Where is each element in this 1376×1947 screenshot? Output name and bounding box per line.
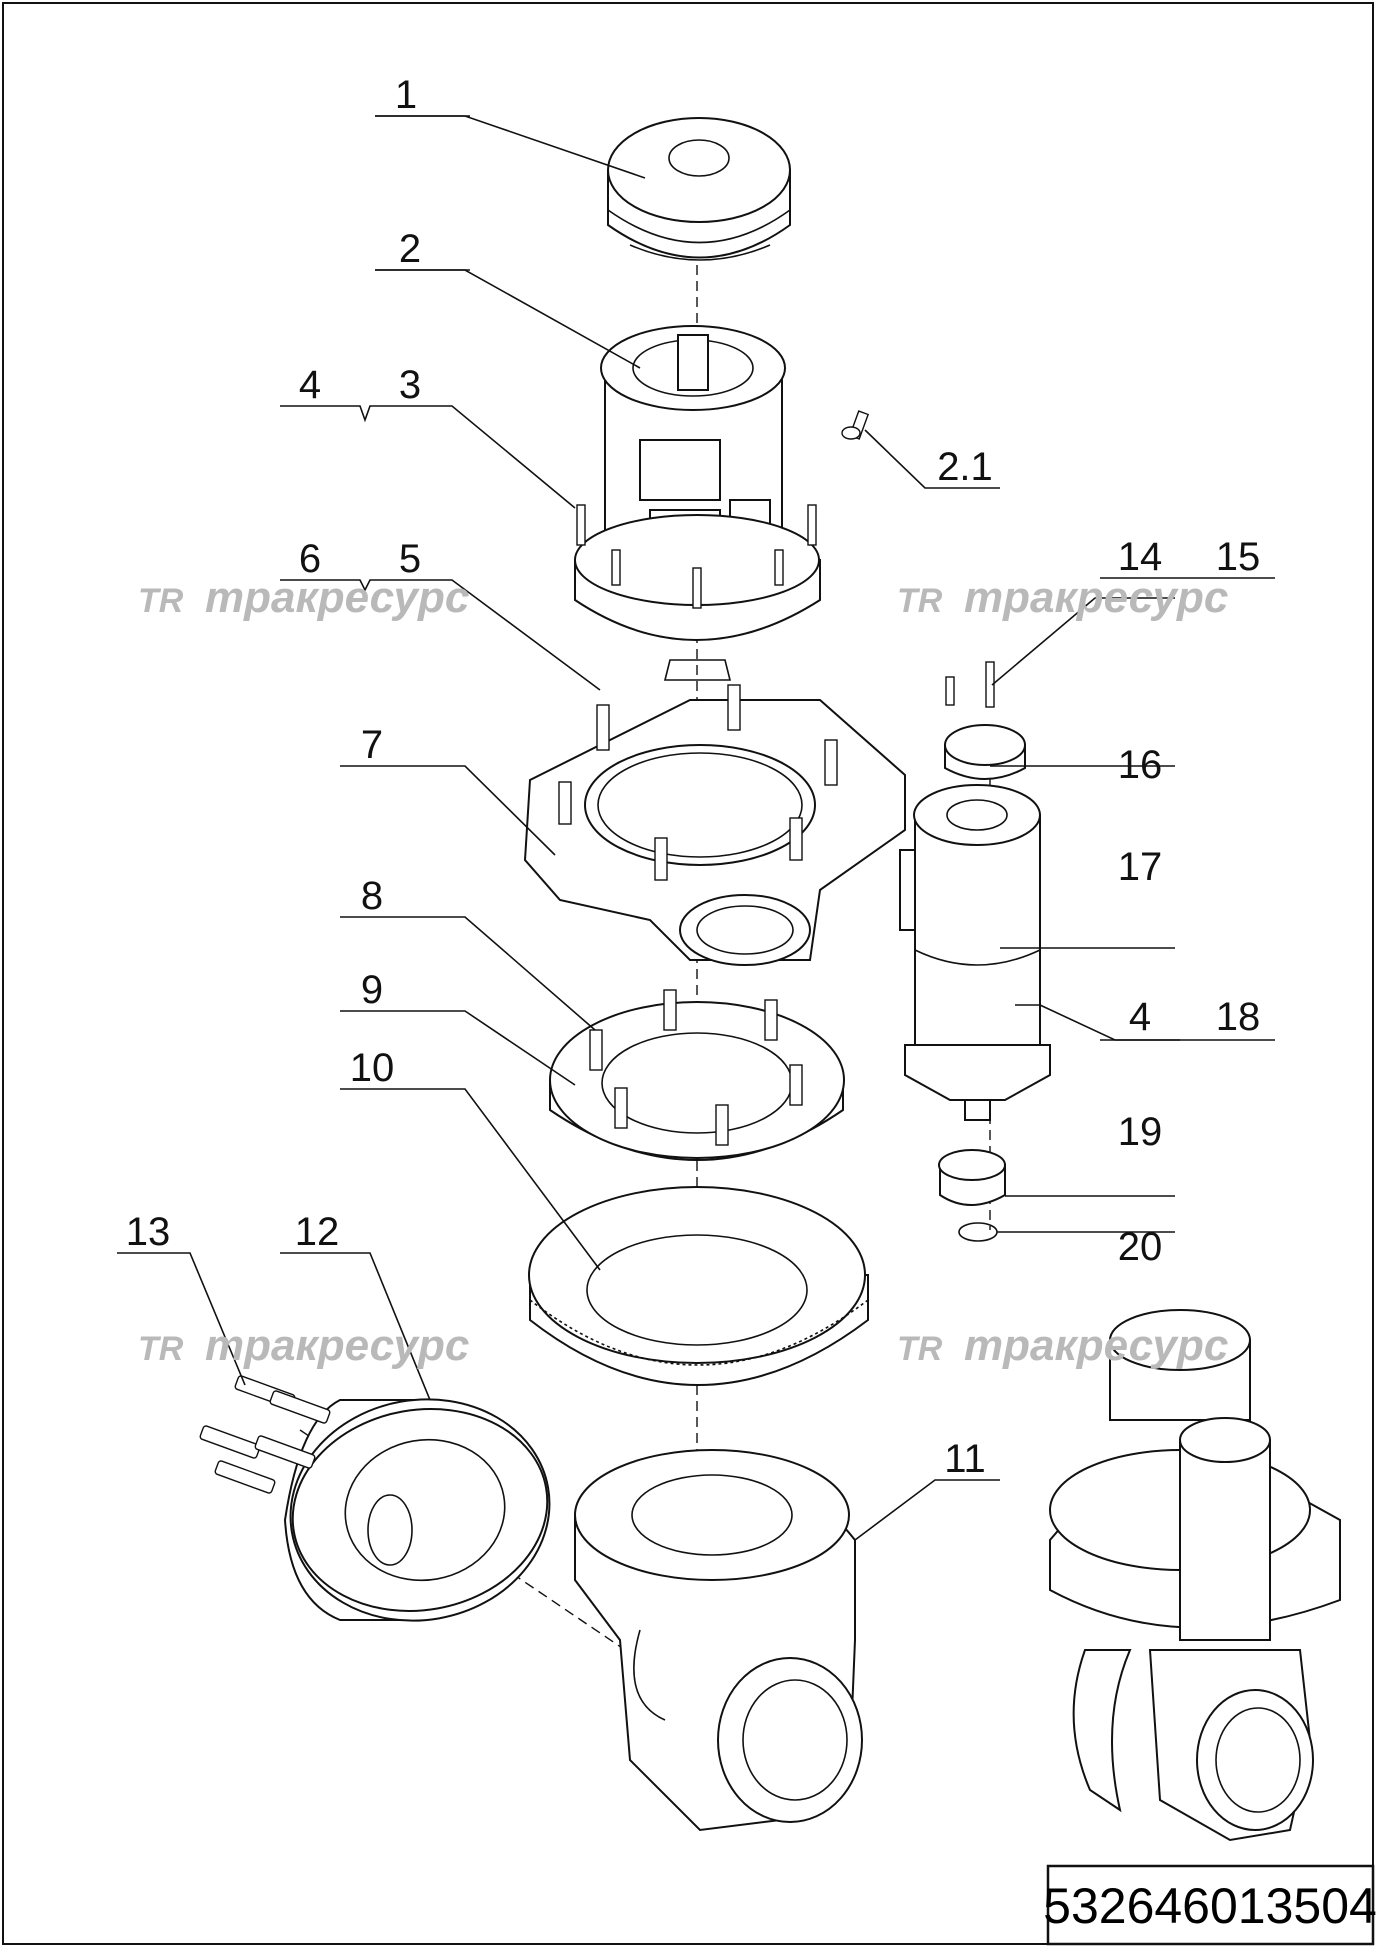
part-19-pinion bbox=[938, 1149, 1006, 1206]
part-2-1-bolt bbox=[841, 410, 870, 440]
callout-1: 1 bbox=[395, 73, 417, 117]
part-17-motor bbox=[899, 784, 1051, 1121]
svg-text:тракресурс: тракресурс bbox=[964, 573, 1228, 622]
callout-4: 4 bbox=[299, 363, 321, 407]
callout-14: 14 bbox=[1118, 535, 1163, 579]
callout-19: 19 bbox=[1118, 1110, 1163, 1154]
callout-6: 6 bbox=[299, 537, 321, 581]
callout-13: 13 bbox=[126, 1210, 171, 1254]
svg-text:тракресурс: тракресурс bbox=[964, 1321, 1228, 1370]
part-1-cap bbox=[607, 117, 791, 261]
part-7-mounting-plate bbox=[523, 684, 906, 966]
callout-15: 15 bbox=[1216, 535, 1261, 579]
callout-underlines bbox=[375, 115, 1275, 1041]
flange-bolts bbox=[576, 504, 817, 609]
part-13-wheel-bolts bbox=[199, 1375, 331, 1494]
callout-2-1: 2.1 bbox=[937, 445, 993, 489]
svg-text:TR: TR bbox=[138, 1330, 184, 1368]
callout-3: 3 bbox=[399, 363, 421, 407]
svg-text:TR: TR bbox=[138, 582, 184, 620]
callout-7: 7 bbox=[361, 723, 383, 767]
callout-11: 11 bbox=[944, 1437, 986, 1481]
svg-text:тракресурс: тракресурс bbox=[205, 1321, 469, 1370]
callout-18: 18 bbox=[1216, 995, 1261, 1039]
svg-text:TR: TR bbox=[897, 1330, 943, 1368]
part-20-circlip bbox=[958, 1222, 998, 1242]
assembled-view bbox=[1049, 1309, 1341, 1842]
callout-16: 16 bbox=[1118, 743, 1163, 787]
watermark-1: TR тракресурс bbox=[138, 573, 469, 622]
part-number-box bbox=[1046, 1864, 1375, 1946]
callout-9: 9 bbox=[361, 968, 383, 1012]
part-14-15-screws bbox=[945, 661, 995, 708]
callout-5: 5 bbox=[399, 537, 421, 581]
callout-12: 12 bbox=[295, 1210, 340, 1254]
watermark-4: TR тракресурс bbox=[897, 1321, 1228, 1370]
part-11-fork-housing bbox=[574, 1449, 863, 1832]
callout-4b: 4 bbox=[1129, 995, 1151, 1039]
watermark-2: TR тракресурс bbox=[897, 573, 1228, 622]
callout-10: 10 bbox=[350, 1046, 395, 1090]
callout-17: 17 bbox=[1118, 845, 1163, 889]
svg-text:TR: TR bbox=[897, 582, 943, 620]
part-10-ring-gear bbox=[528, 1186, 869, 1386]
part-number: 532646013504 bbox=[1043, 1878, 1376, 1934]
part-12-drive-wheel bbox=[283, 1398, 551, 1622]
part-16-encoder-cap bbox=[944, 724, 1026, 780]
callout-2: 2 bbox=[399, 227, 421, 271]
callout-20: 20 bbox=[1118, 1225, 1163, 1269]
part-9-bearing-ring bbox=[549, 989, 845, 1161]
callout-8: 8 bbox=[361, 874, 383, 918]
watermark-3: TR тракресурс bbox=[138, 1321, 469, 1370]
svg-text:тракресурс: тракресурс bbox=[205, 573, 469, 622]
